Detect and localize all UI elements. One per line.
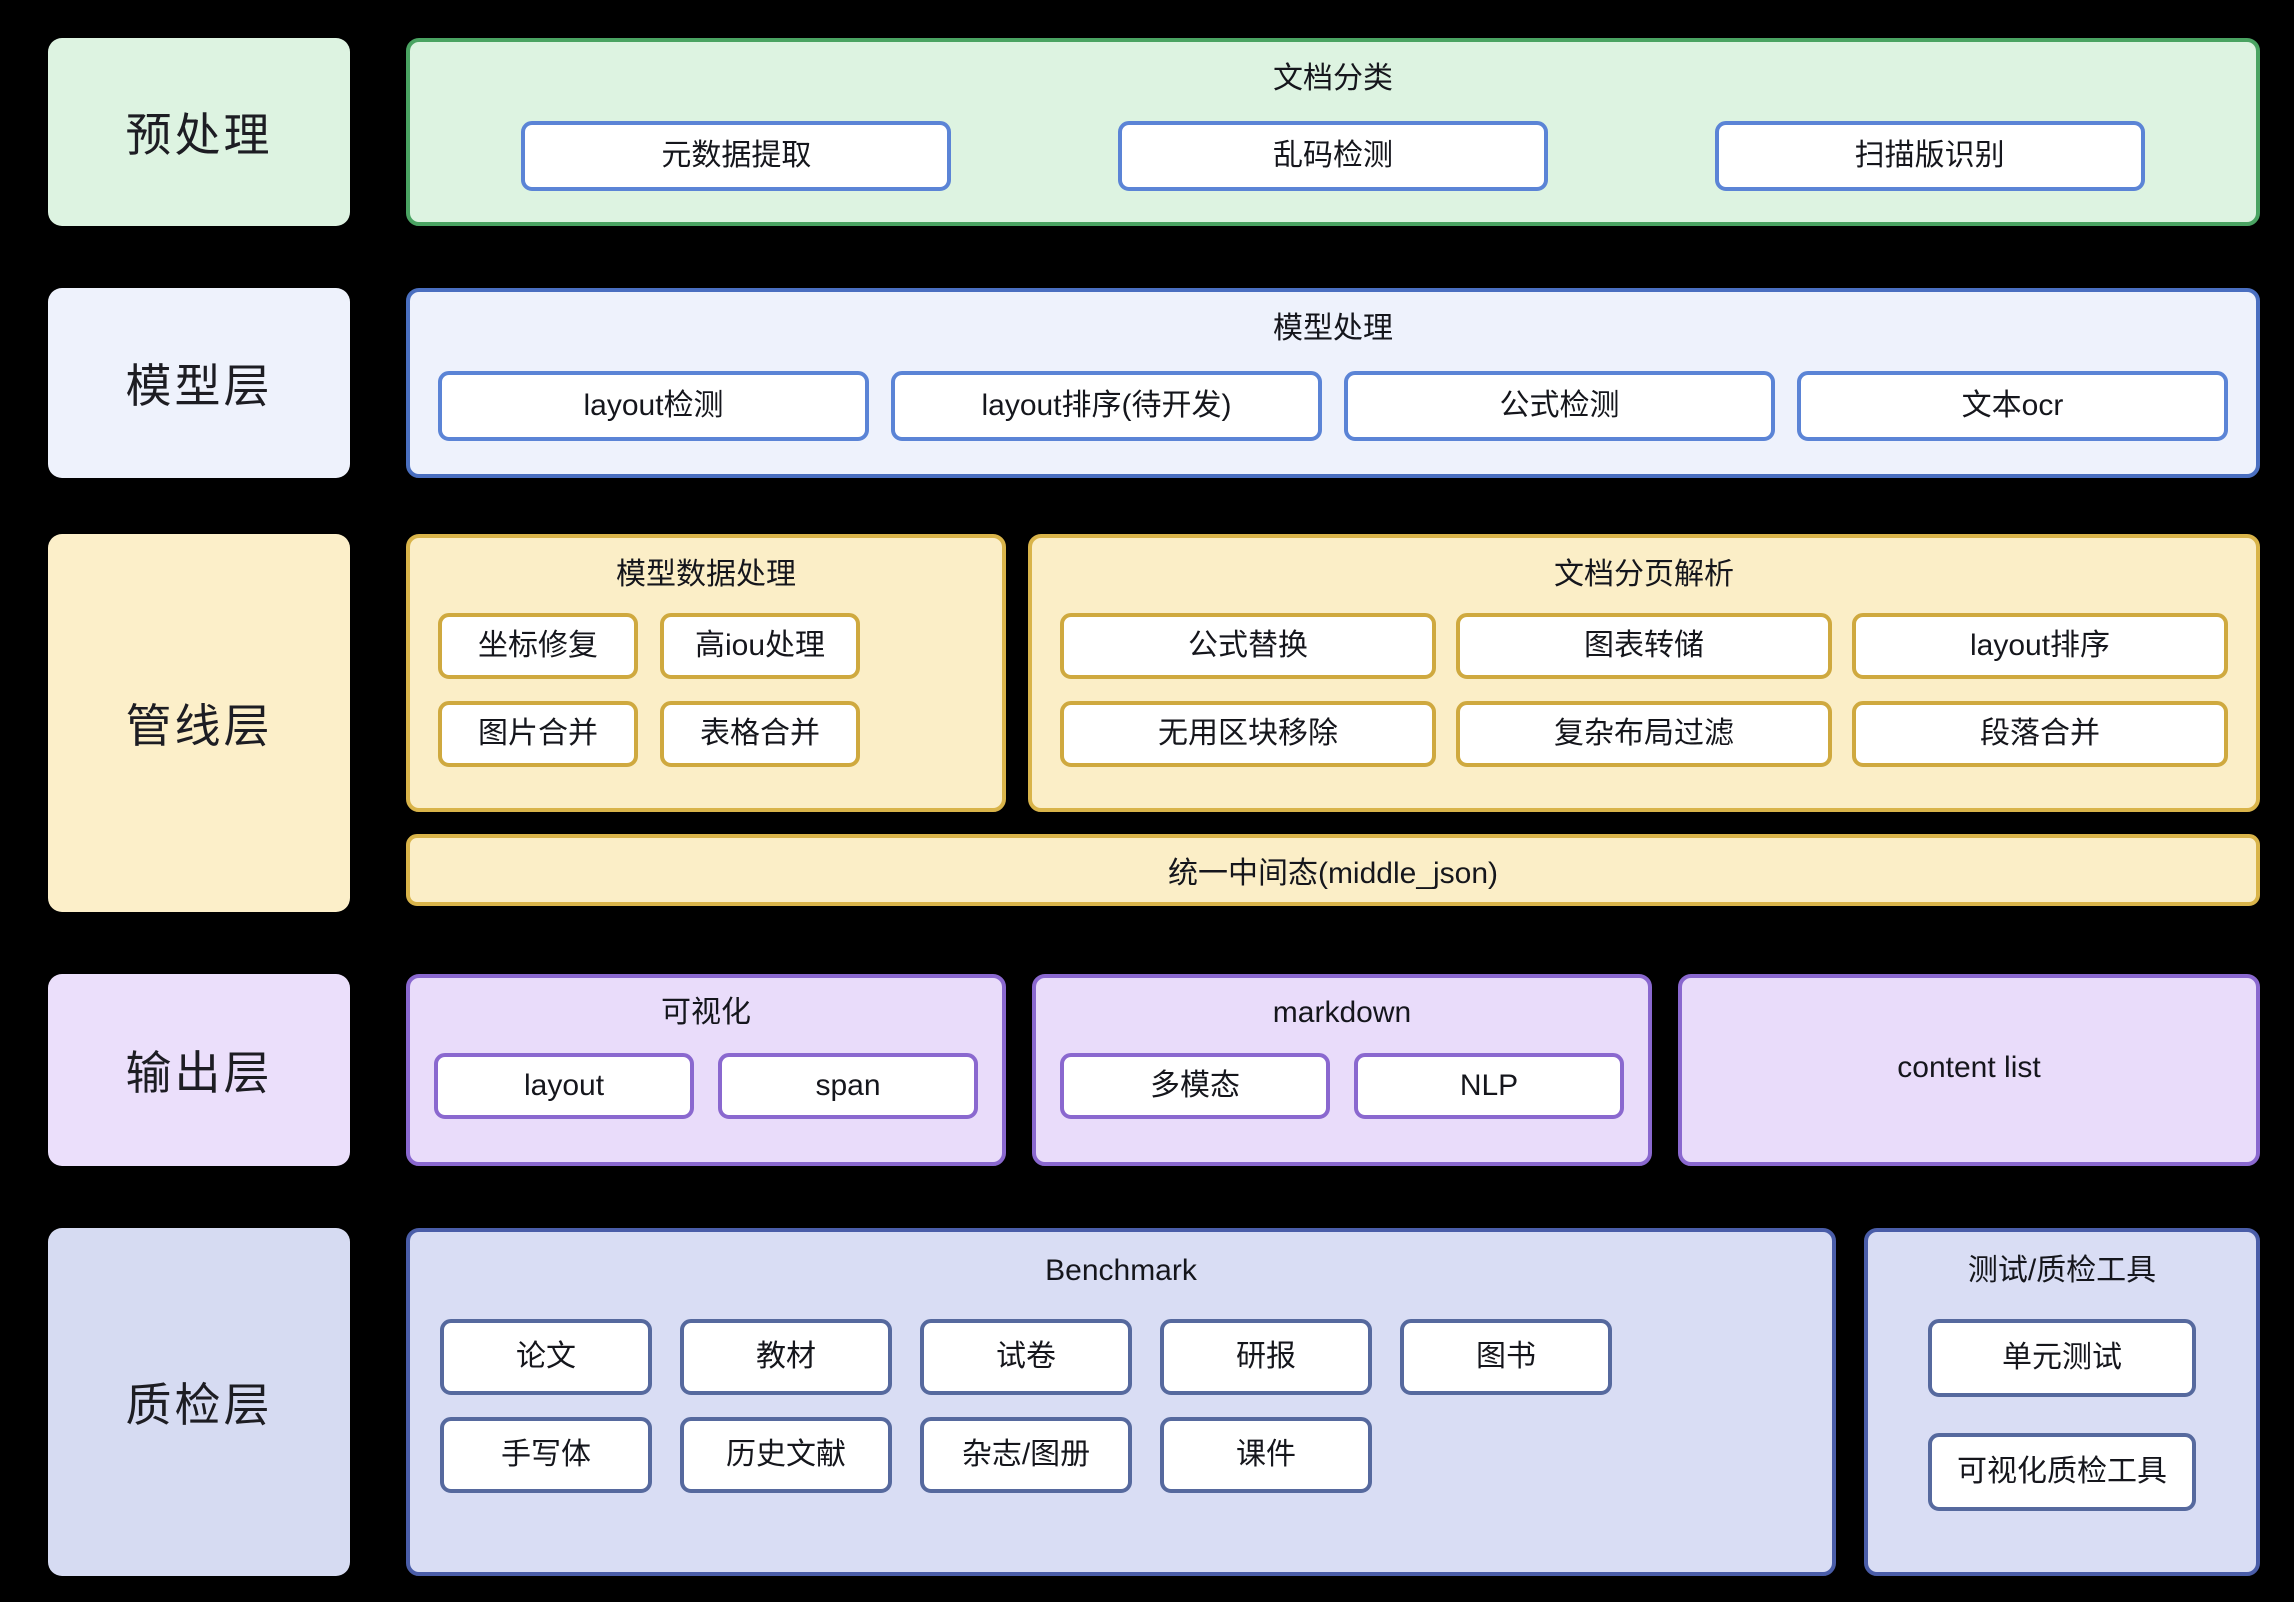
panel-title: 文档分页解析: [1554, 558, 1734, 591]
panel-title: 模型数据处理: [616, 558, 796, 591]
row-spacer: [48, 1166, 2260, 1228]
layer-row-preprocess: 预处理 文档分类 元数据提取 乱码检测 扫描版识别: [48, 38, 2260, 226]
chip-coordinate-repair[interactable]: 坐标修复: [438, 612, 638, 679]
panel-test-qc-tools: 测试/质检工具 单元测试 可视化质检工具: [1864, 1228, 2260, 1576]
layer-label-text: 管线层: [125, 700, 273, 752]
layer-label-text: 预处理: [125, 109, 273, 161]
chip-nlp[interactable]: NLP: [1354, 1052, 1624, 1119]
chip-figure-table-dump[interactable]: 图表转储: [1456, 612, 1832, 679]
layer-body-model: 模型处理 layout检测 layout排序(待开发) 公式检测 文本ocr: [406, 288, 2260, 478]
chip-row: 公式替换 图表转储 layout排序: [1060, 612, 2228, 679]
layer-row-output: 输出层 可视化 layout span markdown 多模态 NLP: [48, 974, 2260, 1166]
chip-multimodal[interactable]: 多模态: [1060, 1052, 1330, 1119]
layer-row-qc: 质检层 Benchmark 论文 教材 试卷 研报 图书 手写体 历史文献: [48, 1228, 2260, 1576]
layer-label-output: 输出层: [48, 974, 350, 1166]
layer-label-text: 质检层: [125, 1379, 273, 1431]
chip-garbled-detection[interactable]: 乱码检测: [1117, 120, 1548, 191]
layer-label-model: 模型层: [48, 288, 350, 478]
panel-title: 模型处理: [1273, 312, 1393, 345]
chip-layout[interactable]: layout: [434, 1052, 694, 1119]
chip-visual-qc-tool[interactable]: 可视化质检工具: [1928, 1432, 2196, 1511]
chip-row: 元数据提取 乱码检测 扫描版识别: [438, 120, 2228, 191]
chip-textbook[interactable]: 教材: [680, 1318, 892, 1395]
chip-useless-block-removal[interactable]: 无用区块移除: [1060, 700, 1436, 767]
chip-scanned-recognition[interactable]: 扫描版识别: [1714, 120, 2145, 191]
unified-middle-json-bar[interactable]: 统一中间态(middle_json): [406, 834, 2260, 906]
chip-courseware[interactable]: 课件: [1160, 1416, 1372, 1493]
panel-title: 可视化: [661, 996, 751, 1029]
panel-benchmark: Benchmark 论文 教材 试卷 研报 图书 手写体 历史文献 杂志/图册 …: [406, 1228, 1836, 1576]
chip-layout-detection[interactable]: layout检测: [438, 370, 869, 441]
panel-document-page-parsing: 文档分页解析 公式替换 图表转储 layout排序 无用区块移除 复杂布局过滤 …: [1028, 534, 2260, 812]
chip-image-merge[interactable]: 图片合并: [438, 700, 638, 767]
chip-paragraph-merge[interactable]: 段落合并: [1852, 700, 2228, 767]
layer-row-model: 模型层 模型处理 layout检测 layout排序(待开发) 公式检测 文本o…: [48, 288, 2260, 478]
chip-historical-document[interactable]: 历史文献: [680, 1416, 892, 1493]
panel-title: 测试/质检工具: [1967, 1254, 2157, 1287]
panel-markdown: markdown 多模态 NLP: [1032, 974, 1652, 1166]
output-panels: 可视化 layout span markdown 多模态 NLP content…: [406, 974, 2260, 1166]
panel-title: 文档分类: [1273, 62, 1393, 95]
chip-metadata-extraction[interactable]: 元数据提取: [521, 120, 952, 191]
chip-unit-test[interactable]: 单元测试: [1928, 1318, 2196, 1397]
chip-complex-layout-filter[interactable]: 复杂布局过滤: [1456, 700, 1832, 767]
layer-label-qc: 质检层: [48, 1228, 350, 1576]
chip-row: 可视化质检工具: [1898, 1432, 2226, 1511]
layer-body-qc: Benchmark 论文 教材 试卷 研报 图书 手写体 历史文献 杂志/图册 …: [406, 1228, 2260, 1576]
chip-paper[interactable]: 论文: [440, 1318, 652, 1395]
layer-body-preprocess: 文档分类 元数据提取 乱码检测 扫描版识别: [406, 38, 2260, 226]
layer-label-text: 输出层: [125, 1047, 273, 1099]
panel-model-processing: 模型处理 layout检测 layout排序(待开发) 公式检测 文本ocr: [406, 288, 2260, 478]
layer-label-pipeline: 管线层: [48, 534, 350, 912]
chip-formula-replacement[interactable]: 公式替换: [1060, 612, 1436, 679]
layer-body-pipeline: 模型数据处理 坐标修复 高iou处理 图片合并 表格合并 文档分页解析 公式替换…: [406, 534, 2260, 912]
panel-visualization: 可视化 layout span: [406, 974, 1006, 1166]
chip-span[interactable]: span: [718, 1052, 978, 1119]
row-spacer: [48, 912, 2260, 974]
chip-layout-ordering[interactable]: layout排序(待开发): [891, 370, 1322, 441]
chip-high-iou-processing[interactable]: 高iou处理: [660, 612, 860, 679]
panel-model-data-processing: 模型数据处理 坐标修复 高iou处理 图片合并 表格合并: [406, 534, 1006, 812]
row-spacer: [48, 226, 2260, 288]
chip-row: layout检测 layout排序(待开发) 公式检测 文本ocr: [438, 370, 2228, 441]
panel-content-list[interactable]: content list: [1678, 974, 2260, 1166]
chip-layout-ordering[interactable]: layout排序: [1852, 612, 2228, 679]
layer-label-preprocess: 预处理: [48, 38, 350, 226]
chip-row: 论文 教材 试卷 研报 图书: [440, 1318, 1802, 1395]
chip-text-ocr[interactable]: 文本ocr: [1797, 370, 2228, 441]
chip-research-report[interactable]: 研报: [1160, 1318, 1372, 1395]
panel-title: markdown: [1272, 996, 1412, 1029]
row-spacer: [48, 478, 2260, 534]
chip-row: layout span: [434, 1052, 978, 1119]
panel-title: content list: [1897, 1051, 2041, 1084]
chip-row: 无用区块移除 复杂布局过滤 段落合并: [1060, 700, 2228, 767]
chip-table-merge[interactable]: 表格合并: [660, 700, 860, 767]
panel-document-classification: 文档分类 元数据提取 乱码检测 扫描版识别: [406, 38, 2260, 226]
chip-row: 图片合并 表格合并: [438, 700, 974, 767]
panel-title: Benchmark: [1045, 1254, 1197, 1287]
layer-row-pipeline: 管线层 模型数据处理 坐标修复 高iou处理 图片合并 表格合并 文档分页解析: [48, 534, 2260, 912]
chip-row: 手写体 历史文献 杂志/图册 课件: [440, 1416, 1802, 1493]
chip-book[interactable]: 图书: [1400, 1318, 1612, 1395]
qc-panels: Benchmark 论文 教材 试卷 研报 图书 手写体 历史文献 杂志/图册 …: [406, 1228, 2260, 1576]
pipeline-panels: 模型数据处理 坐标修复 高iou处理 图片合并 表格合并 文档分页解析 公式替换…: [406, 534, 2260, 812]
chip-row: 单元测试: [1898, 1318, 2226, 1397]
chip-row: 坐标修复 高iou处理: [438, 612, 974, 679]
layer-label-text: 模型层: [125, 360, 273, 412]
chip-handwriting[interactable]: 手写体: [440, 1416, 652, 1493]
layer-body-output: 可视化 layout span markdown 多模态 NLP content…: [406, 974, 2260, 1166]
chip-formula-detection[interactable]: 公式检测: [1344, 370, 1775, 441]
chip-row: 多模态 NLP: [1060, 1052, 1624, 1119]
chip-magazine-album[interactable]: 杂志/图册: [920, 1416, 1132, 1493]
chip-exam-paper[interactable]: 试卷: [920, 1318, 1132, 1395]
